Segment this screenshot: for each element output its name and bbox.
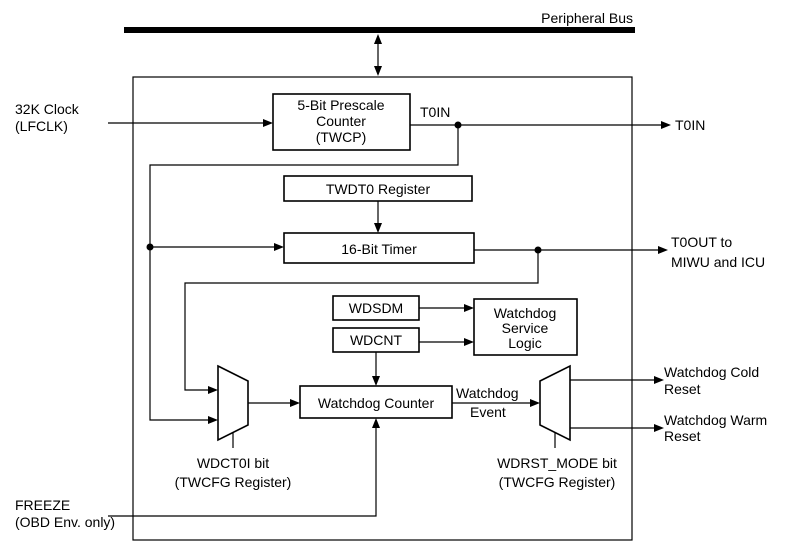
watchdog-event-arrow	[530, 399, 540, 407]
warm-reset-arrow	[654, 424, 664, 432]
t0out-arrow	[658, 246, 668, 254]
timer-clock-arrow	[274, 243, 284, 251]
t0out-feedback-line	[184, 250, 539, 391]
wdct0i-label-line1: WDCT0I bit	[197, 455, 269, 471]
cold-reset-label-line1: Watchdog Cold	[664, 364, 759, 380]
mux-input-low-arrow	[208, 416, 218, 424]
clock-input-arrow	[263, 119, 273, 127]
warm-reset-label-line1: Watchdog Warm	[664, 412, 767, 428]
twdt0-register-block	[283, 175, 473, 202]
wdcnt-to-counter-arrow	[372, 376, 380, 386]
peripheral-bus-label: Peripheral Bus	[541, 10, 633, 26]
wdsdm-register-block	[332, 295, 420, 321]
clock-input-label-line1: 32K Clock	[15, 101, 80, 117]
wdsdm-to-service-arrow	[464, 304, 474, 312]
bus-link-arrow-down	[374, 66, 382, 76]
prescale-counter-label-line1: 5-Bit Prescale	[297, 97, 384, 113]
cold-reset-arrow	[654, 376, 664, 384]
warm-reset-label-line2: Reset	[664, 428, 701, 444]
twdt0-register-label: TWDT0 Register	[326, 181, 431, 197]
service-logic-label-line3: Logic	[508, 335, 541, 351]
prescale-counter-label-line2: Counter	[316, 113, 366, 129]
reset-mode-demux	[539, 364, 571, 442]
wdct0i-label-line2: (TWCFG Register)	[175, 474, 292, 490]
wdsdm-register-label: WDSDM	[349, 300, 403, 316]
watchdog-service-logic-block	[473, 298, 578, 356]
freeze-arrow	[372, 418, 380, 428]
module-boundary	[132, 76, 633, 541]
t0in-feedback-line	[149, 125, 459, 421]
wdcnt-to-service-arrow	[464, 338, 474, 346]
twdt0-to-timer-arrow	[374, 223, 382, 233]
wdcnt-register-label: WDCNT	[350, 332, 403, 348]
mux-to-counter-arrow	[290, 399, 300, 407]
service-logic-label-line1: Watchdog	[494, 305, 557, 321]
prescale-counter-block	[272, 93, 411, 151]
wdrst-label-line1: WDRST_MODE bit	[497, 455, 617, 471]
freeze-input-label-line2: (OBD Env. only)	[15, 514, 115, 530]
watchdog-event-label-line2: Event	[470, 404, 506, 420]
wdrst-label-line2: (TWCFG Register)	[499, 474, 616, 490]
mux-input-high-arrow	[208, 386, 218, 394]
service-logic-label-line2: Service	[502, 320, 549, 336]
t0out-label-line1: T0OUT to	[671, 234, 732, 250]
watchdog-event-label-line1: Watchdog	[456, 385, 519, 401]
t0in-output-label: T0IN	[675, 117, 705, 133]
clock-input-label-line2: (LFCLK)	[15, 118, 68, 134]
watchdog-counter-label: Watchdog Counter	[318, 395, 435, 411]
clock-select-mux	[217, 364, 249, 442]
t0out-label-line2: MIWU and ICU	[671, 254, 765, 270]
timer-16bit-block	[283, 232, 475, 264]
peripheral-bus-bar	[124, 27, 635, 33]
timer-16bit-label: 16-Bit Timer	[341, 241, 417, 257]
freeze-input-label-line1: FREEZE	[15, 497, 70, 513]
prescale-counter-label-line3: (TWCP)	[316, 129, 367, 145]
bus-link-arrow-up	[374, 34, 382, 44]
t0in-internal-label: T0IN	[420, 104, 450, 120]
watchdog-counter-block	[299, 385, 453, 419]
t0in-output-arrow	[661, 121, 671, 129]
cold-reset-label-line2: Reset	[664, 381, 701, 397]
freeze-line	[108, 427, 377, 517]
